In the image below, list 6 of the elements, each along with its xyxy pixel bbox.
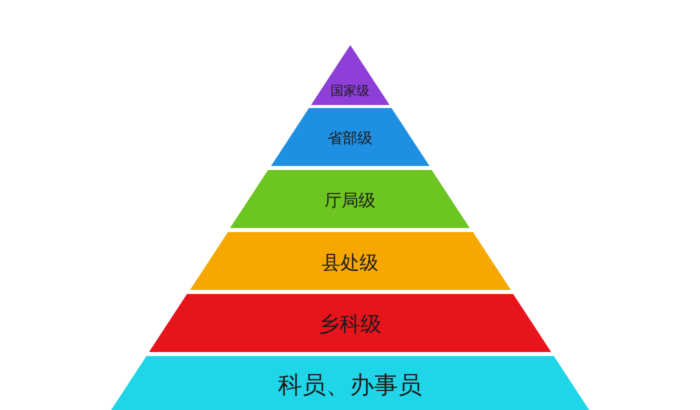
level-label: 厅局级	[324, 190, 376, 212]
level-label: 科员、办事员	[278, 370, 422, 401]
level-label: 乡科级	[318, 311, 382, 338]
level-label: 县处级	[321, 250, 378, 276]
level-label: 省部级	[327, 129, 372, 148]
level-label: 国家级	[330, 83, 370, 100]
